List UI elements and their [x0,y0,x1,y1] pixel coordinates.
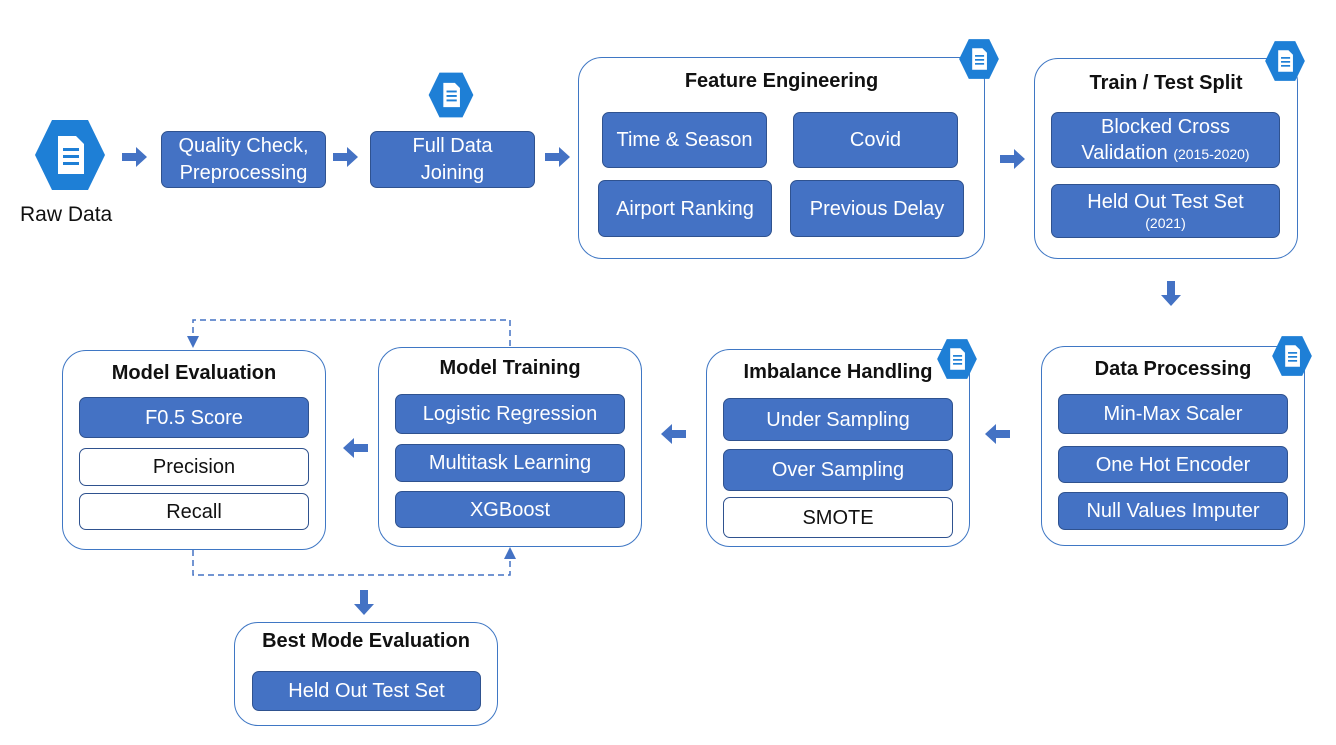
document-hexagon-icon [1272,336,1312,376]
document-hexagon-icon [1265,41,1305,81]
quality-check-box: Quality Check, Preprocessing [161,131,326,188]
blocked-cv-line2: Validation (2015-2020) [1081,141,1250,164]
dashed-loop-top [187,319,511,348]
me-item-recall: Recall [79,493,309,530]
document-hexagon-icon [959,39,999,79]
arrow-icon [333,147,358,167]
mt-item-xgboost: XGBoost [395,491,625,528]
me-item-precision: Precision [79,448,309,486]
train-test-split-title: Train / Test Split [1089,72,1243,94]
dashed-loop-bottom [192,547,516,576]
best-model-evaluation-title: Best Mode Evaluation [262,630,470,652]
arrow-icon [343,438,368,458]
fe-item-airport-ranking: Airport Ranking [598,180,772,237]
blocked-cross-validation-box: Blocked Cross Validation (2015-2020) [1051,112,1280,168]
raw-data-label: Raw Data [20,203,113,226]
full-data-joining-line2: Joining [420,161,485,184]
arrow-icon [1161,281,1181,306]
blocked-cv-years: (2015-2020) [1173,145,1250,162]
full-data-joining-line1: Full Data [412,134,493,157]
model-training-title: Model Training [439,357,581,379]
feature-engineering-title: Feature Engineering [684,70,879,92]
held-out-years: (2021) [1145,215,1186,231]
arrow-icon [1000,149,1025,169]
arrow-icon [985,424,1010,444]
held-out-test-set-box: Held Out Test Set (2021) [1051,184,1280,238]
quality-check-line2: Preprocessing [179,161,308,184]
fe-item-covid: Covid [793,112,958,168]
mt-item-multitask-learning: Multitask Learning [395,444,625,482]
bme-item-held-out-test-set: Held Out Test Set [252,671,481,711]
data-processing-title: Data Processing [1094,358,1252,380]
me-item-f05-score: F0.5 Score [79,397,309,438]
imbalance-handling-title: Imbalance Handling [743,361,933,383]
ih-item-under-sampling: Under Sampling [723,398,953,441]
blocked-cv-line1: Blocked Cross [1101,115,1230,138]
arrow-icon [354,590,374,615]
mt-item-logistic-regression: Logistic Regression [395,394,625,434]
dp-item-min-max-scaler: Min-Max Scaler [1058,394,1288,434]
held-out-line1: Held Out Test Set [1087,191,1244,213]
arrow-icon [545,147,570,167]
dp-item-one-hot-encoder: One Hot Encoder [1058,446,1288,483]
full-data-joining-box: Full Data Joining [370,131,535,188]
document-hexagon-icon [428,72,474,118]
ih-item-over-sampling: Over Sampling [723,449,953,491]
arrow-icon [661,424,686,444]
document-hexagon-icon [937,339,977,379]
arrow-icon [122,147,147,167]
ih-item-smote: SMOTE [723,497,953,538]
model-evaluation-title: Model Evaluation [111,362,277,384]
dp-item-null-values-imputer: Null Values Imputer [1058,492,1288,530]
document-hexagon-icon [35,120,105,190]
fe-item-time-season: Time & Season [602,112,767,168]
quality-check-line1: Quality Check, [178,134,309,157]
fe-item-previous-delay: Previous Delay [790,180,964,237]
